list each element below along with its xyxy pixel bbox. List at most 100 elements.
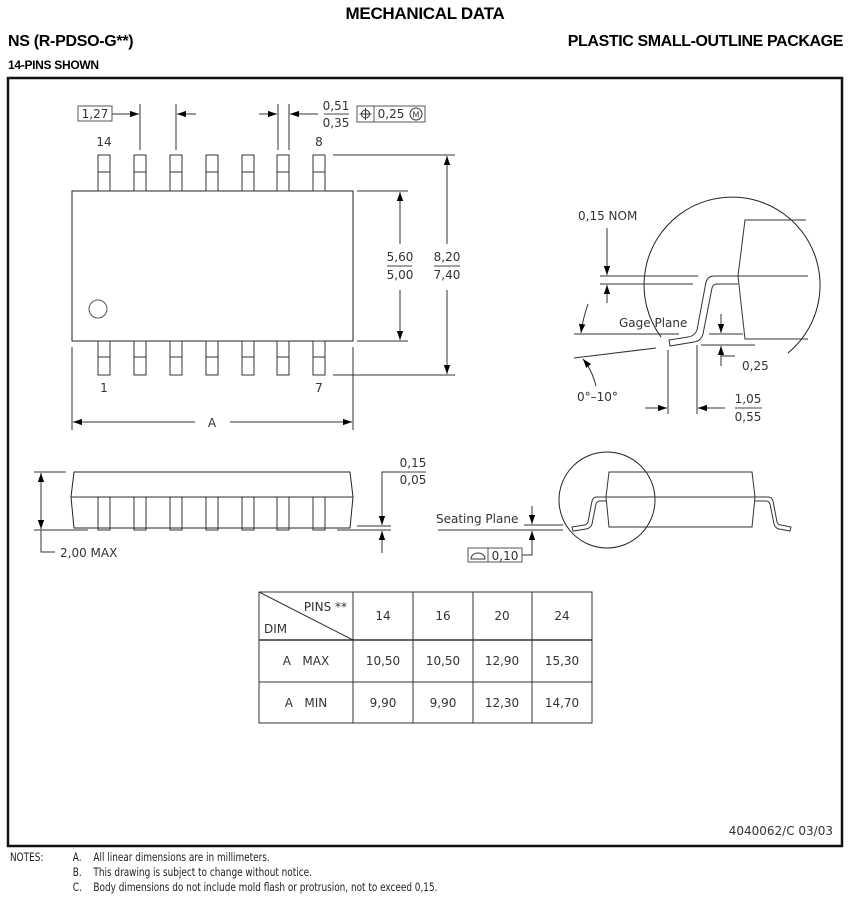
lead [205,496,219,531]
detail-circle [643,196,821,354]
angle-value: 0°–10° [577,390,618,404]
lead [312,496,326,531]
lead [97,154,111,192]
note-text: All linear dimensions are in millimeters… [93,850,270,864]
body-width-max: 5,60 [387,250,414,264]
coplanarity-value: 0,10 [492,549,519,563]
table-cell: 9,90 [370,696,397,710]
pin1-indicator [88,299,108,319]
table-header-diagonal [258,591,354,641]
foot-length-min: 0,55 [735,410,762,424]
body-width-min: 5,00 [387,268,414,282]
bottom-leads [97,340,326,376]
end-detail-circle [558,451,656,549]
note-letter: C. [72,880,82,894]
table-column-header: 14 [375,609,390,623]
mmc-modifier-icon [409,107,423,121]
table-column-header: 16 [435,609,450,623]
lead [169,154,183,192]
lead [133,340,147,376]
height-max-label: 2,00 MAX [60,546,117,560]
table-row-label: A MAX [283,654,329,668]
package-body-top [71,190,354,342]
notes-label-spacer [10,865,73,880]
pin-label-bottom-right: 7 [315,381,323,395]
detail-lead [668,275,738,347]
position-tolerance-frame [356,105,426,123]
page-title: MECHANICAL DATA [345,4,505,23]
lead [241,340,255,376]
note-item: C. Body dimensions do not include mold f… [10,880,438,895]
lead [241,496,255,531]
height-leader [40,530,55,553]
table-cell: 9,90 [430,696,457,710]
length-label: A [208,416,217,430]
top-leads [97,154,326,192]
package-name: PLASTIC SMALL-OUTLINE PACKAGE [567,33,844,50]
lead [241,154,255,192]
table-cell: 12,30 [485,696,519,710]
top-view [71,104,460,430]
coplanarity-frame [467,547,523,563]
lead-width-max: 0,51 [323,99,350,113]
side-view-end [438,451,792,563]
note-item: B. This drawing is subject to change wit… [10,865,437,880]
coplanarity-leader-h [522,550,533,556]
lead [276,154,290,192]
mmc-modifier-letter: M [413,111,420,120]
table-header-dim: DIM [264,622,287,636]
lead [169,496,183,531]
lead [205,340,219,376]
side-leads [97,496,326,531]
standoff-leader [378,471,400,525]
end-body [605,471,756,528]
angle-arc-bottom [582,358,597,387]
gage-arrow-leader [720,355,735,366]
pin-label-bottom-left: 1 [100,381,108,395]
notes-label: NOTES: [10,850,44,864]
profile-surface-icon [470,552,486,560]
lead [205,154,219,192]
table-row-label: A MIN [285,696,328,710]
angle-line [573,347,657,359]
notes-section: NOTES: A. All linear dimensions are in m… [10,850,437,895]
side-view-front [34,471,426,553]
table-column-header: 20 [494,609,509,623]
end-lead-left [571,496,606,532]
overall-width-max: 8,20 [434,250,461,264]
table-header-pins: PINS ** [304,600,347,614]
lead [312,154,326,192]
table-cell: 10,50 [366,654,400,668]
table-cell: 15,30 [545,654,579,668]
lead [97,340,111,376]
gage-plane-label: Gage Plane [619,316,687,330]
pin-label-top-right: 8 [315,135,323,149]
lead [169,340,183,376]
end-lead-right [755,496,792,532]
pitch-basic-box [77,105,113,122]
lead [133,496,147,531]
table-cell: 14,70 [545,696,579,710]
drawing-frame [6,76,844,848]
detail-view [573,196,821,414]
lead-width-min: 0,35 [323,116,350,130]
table-cell: 12,90 [485,654,519,668]
note-item: NOTES: A. All linear dimensions are in m… [10,850,437,865]
lead [276,496,290,531]
lead [312,340,326,376]
note-letter: B. [72,865,82,879]
notes-label-spacer [10,880,73,895]
lead [276,340,290,376]
pins-shown-label: 14-PINS SHOWN [8,58,99,72]
dimension-table [258,591,593,724]
note-text: Body dimensions do not include mold flas… [93,880,438,894]
side-body [70,471,354,529]
detail-body-edge [737,219,808,340]
table-border [258,591,593,724]
note-text: This drawing is subject to change withou… [93,865,312,879]
table-cell: 10,50 [426,654,460,668]
lead [133,154,147,192]
lead-thickness-label: 0,15 NOM [578,209,637,223]
drawing-number: 4040062/C 03/03 [729,824,833,838]
